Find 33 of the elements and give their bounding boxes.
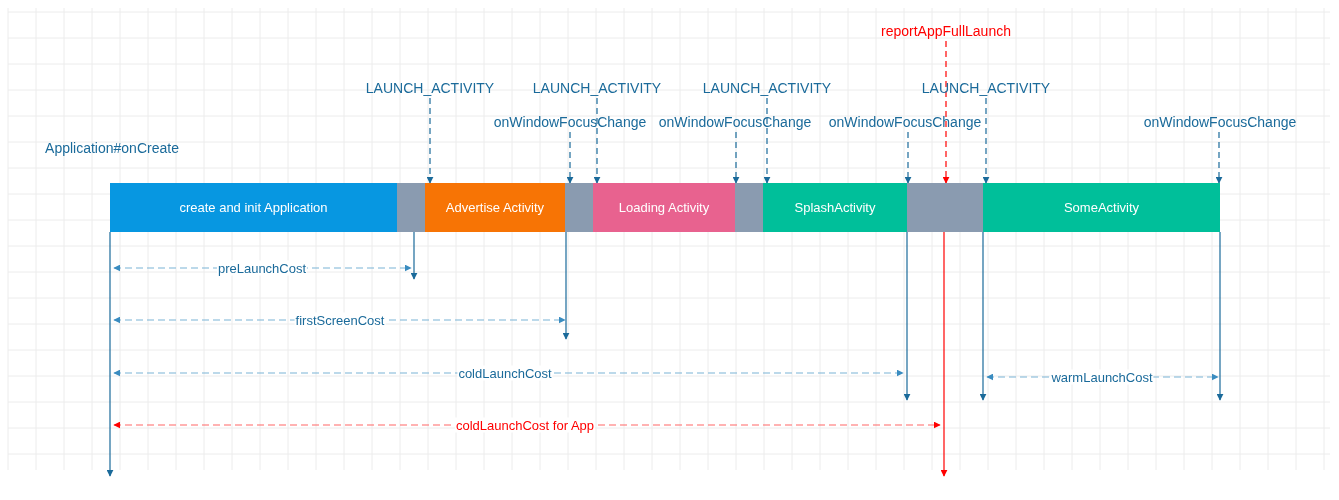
gap-bar [907,183,983,232]
event-label: LAUNCH_ACTIVITY [365,79,495,97]
arrow [1215,131,1223,184]
dimension-label: coldLaunchCost for App [455,417,595,433]
arrow [904,131,912,184]
arrow [982,97,990,184]
dimension-label: warmLaunchCost [1050,369,1154,385]
event-label: onWindowFocusChange [493,113,647,131]
arrow [566,131,574,184]
event-label: LAUNCH_ACTIVITY [702,79,832,97]
arrow [593,97,601,184]
event-label: onWindowFocusChange [828,113,982,131]
dimension-label: firstScreenCost [294,312,386,328]
gap-bar [735,183,763,232]
event-label: reportAppFullLaunch [881,22,1011,40]
activity-bar: SomeActivity [983,183,1220,232]
arrow [426,97,434,184]
event-label: LAUNCH_ACTIVITY [921,79,1051,97]
dimension-label: preLaunchCost [216,260,308,276]
dimension-label: coldLaunchCost [457,365,553,381]
gap-bar [397,183,425,232]
arrow [732,131,740,184]
event-label: onWindowFocusChange [1143,113,1297,131]
arrow [942,40,950,184]
activity-bar: Loading Activity [593,183,735,232]
event-label: onWindowFocusChange [658,113,812,131]
event-label: Application#onCreate [45,139,179,157]
activity-bar: Advertise Activity [425,183,565,232]
arrow [763,97,771,184]
activity-bar: create and init Application [110,183,397,232]
activity-bar: SplashActivity [763,183,907,232]
event-label: LAUNCH_ACTIVITY [532,79,662,97]
gap-bar [565,183,593,232]
